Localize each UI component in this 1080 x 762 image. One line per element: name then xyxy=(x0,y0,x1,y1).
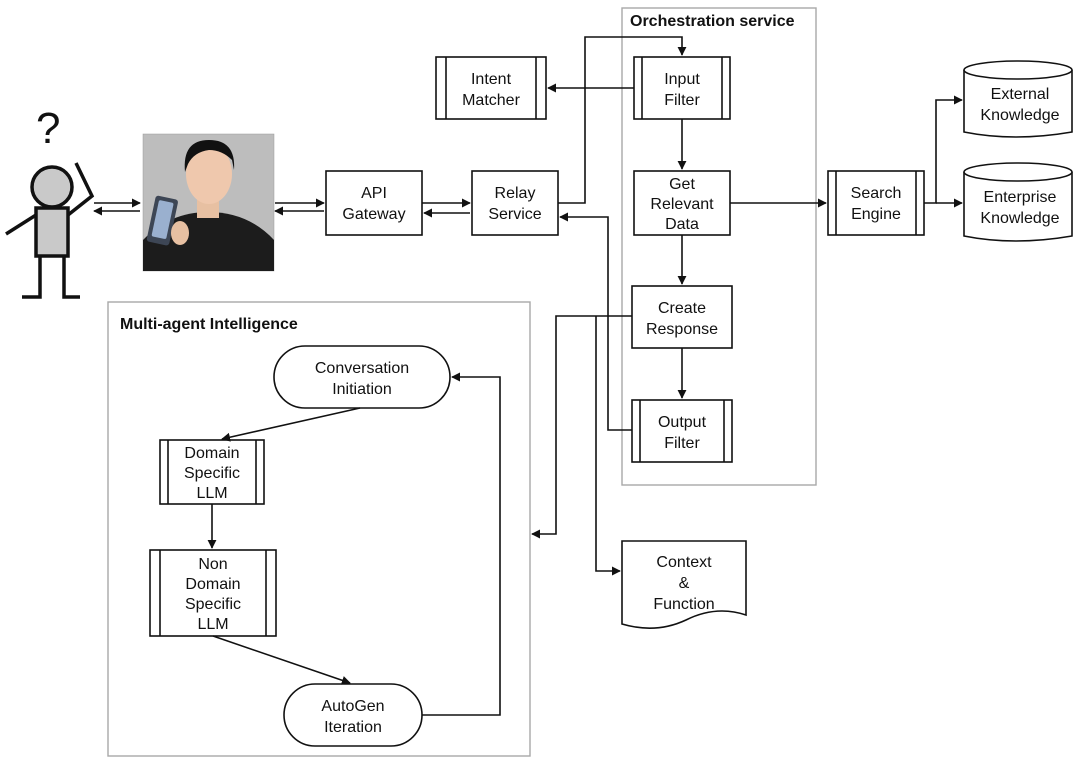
presenter-photo xyxy=(142,133,275,272)
external-knowledge-label-2: Knowledge xyxy=(980,107,1059,124)
conversation-initiation-label-1: Conversation xyxy=(315,360,409,377)
non-domain-specific-llm-label-2: Domain xyxy=(185,576,240,593)
search-engine-label-2: Engine xyxy=(851,206,901,223)
arrow-relay-to-input-filter xyxy=(558,36,687,204)
input-filter-box: Input Filter xyxy=(633,56,731,120)
arrow-non-domain-to-autogen xyxy=(212,635,351,685)
relay-service-label-2: Service xyxy=(488,206,541,223)
non-domain-specific-llm-label-4: LLM xyxy=(197,616,228,633)
conversation-initiation-node: Conversation Initiation xyxy=(273,345,451,409)
search-engine-label-1: Search xyxy=(851,185,902,202)
input-filter-label-2: Filter xyxy=(664,92,700,109)
arrow-create-response-to-multi-agent xyxy=(531,315,632,539)
input-filter-label-1: Input xyxy=(664,71,700,88)
arrow-create-response-to-context xyxy=(595,316,621,576)
output-filter-label-2: Filter xyxy=(664,435,700,452)
domain-specific-llm-box: Domain Specific LLM xyxy=(159,439,265,505)
arrow-search-to-external xyxy=(924,95,963,204)
multi-agent-intelligence-title: Multi-agent Intelligence xyxy=(120,316,298,333)
external-knowledge-database: External Knowledge xyxy=(963,60,1073,138)
get-relevant-data-box: Get Relevant Data xyxy=(633,170,731,236)
intent-matcher-label-1: Intent xyxy=(471,71,512,88)
get-relevant-data-label-3: Data xyxy=(665,216,699,233)
multi-agent-intelligence-panel xyxy=(107,301,531,757)
relay-service-label-1: Relay xyxy=(495,185,536,202)
non-domain-specific-llm-box: Non Domain Specific LLM xyxy=(149,549,277,637)
output-filter-label-1: Output xyxy=(658,414,707,431)
api-gateway-label-2: Gateway xyxy=(342,206,405,223)
arrow-autogen-to-initiation xyxy=(422,372,501,716)
non-domain-specific-llm-label-1: Non xyxy=(198,556,227,573)
create-response-label-2: Response xyxy=(646,321,718,338)
intent-matcher-box: Intent Matcher xyxy=(435,56,547,120)
context-function-label-2: & xyxy=(679,575,690,592)
autogen-iteration-node: AutoGen Iteration xyxy=(283,683,423,747)
non-domain-specific-llm-label-3: Specific xyxy=(185,596,241,613)
domain-specific-llm-label-1: Domain xyxy=(184,445,239,462)
api-gateway-label-1: API xyxy=(361,185,387,202)
relay-service-box: Relay Service xyxy=(471,170,559,236)
autogen-iteration-label-1: AutoGen xyxy=(321,698,384,715)
get-relevant-data-label-1: Get xyxy=(669,176,695,193)
create-response-box: Create Response xyxy=(631,285,733,349)
autogen-iteration-label-2: Iteration xyxy=(324,719,382,736)
orchestration-service-panel xyxy=(621,7,817,486)
arrow-output-filter-to-relay xyxy=(559,212,632,431)
external-knowledge-label-1: External xyxy=(991,86,1050,103)
connectors xyxy=(93,36,963,716)
user-figure-icon: ? xyxy=(5,104,95,299)
domain-specific-llm-label-3: LLM xyxy=(196,485,227,502)
conversation-initiation-label-2: Initiation xyxy=(332,381,392,398)
domain-specific-llm-label-2: Specific xyxy=(184,465,240,482)
enterprise-knowledge-label-1: Enterprise xyxy=(984,189,1057,206)
enterprise-knowledge-label-2: Knowledge xyxy=(980,210,1059,227)
arrow-initiation-to-domain-llm xyxy=(221,407,361,442)
intent-matcher-label-2: Matcher xyxy=(462,92,520,109)
enterprise-knowledge-database: Enterprise Knowledge xyxy=(963,162,1073,242)
api-gateway-box: API Gateway xyxy=(325,170,423,236)
question-mark-icon: ? xyxy=(36,104,60,153)
context-function-document: Context & Function xyxy=(621,540,747,629)
output-filter-box: Output Filter xyxy=(631,399,733,463)
create-response-label-1: Create xyxy=(658,300,706,317)
orchestration-service-title: Orchestration service xyxy=(630,13,795,30)
get-relevant-data-label-2: Relevant xyxy=(650,196,714,213)
context-function-label-1: Context xyxy=(656,554,712,571)
context-function-label-3: Function xyxy=(653,596,714,613)
search-engine-box: Search Engine xyxy=(827,170,925,236)
